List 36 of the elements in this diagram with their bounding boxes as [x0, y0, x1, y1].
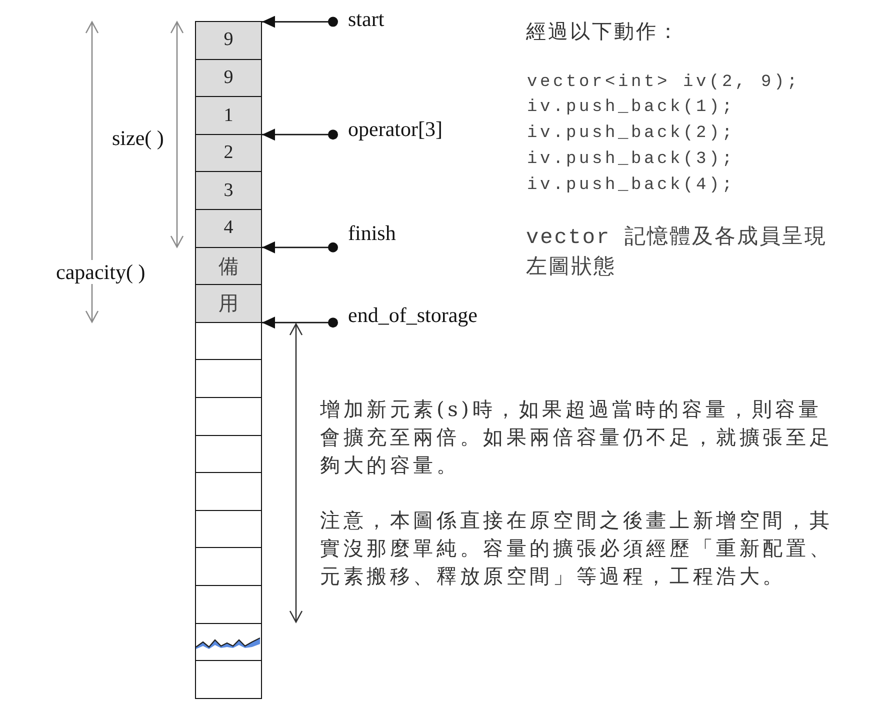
- memory-cell: 用: [195, 284, 262, 324]
- memory-cell: [195, 359, 262, 398]
- memory-cell: [195, 434, 262, 474]
- pointer-label: finish: [333, 222, 396, 252]
- memory-cell: 4: [195, 209, 262, 248]
- heading-text: 經過以下動作：: [526, 18, 680, 45]
- memory-cell: 備: [195, 246, 262, 286]
- memory-cell: [195, 547, 262, 586]
- memory-cell: [195, 472, 262, 512]
- memory-cell: 9: [195, 21, 262, 60]
- memory-cell: [195, 660, 262, 700]
- pointer-label: start: [333, 8, 384, 32]
- paragraph: 注意，本圖係直接在原空間之後畫上新增空間，其實沒那麼單純。容量的擴張必須經歷「重新配置、元素搬移、釋放原空間」等過程，工程浩大。: [320, 507, 834, 590]
- code-line: iv.push_back(4);: [527, 175, 736, 197]
- paragraph: 增加新元素(s)時，如果超過當時的容量，則容量會擴充至兩倍。如果兩倍容量仍不足，就擴張至足夠大的容量。: [320, 396, 834, 479]
- dimension-label: capacity( ): [56, 260, 146, 284]
- pointer-arrow: [262, 241, 338, 254]
- memory-cell: [195, 622, 262, 662]
- memory-cell: [195, 585, 262, 624]
- pointer-arrow: [262, 16, 338, 28]
- memory-cell: 3: [195, 171, 262, 210]
- note-text: vector 記憶體及各成員呈現左圖狀態: [526, 224, 828, 282]
- memory-cell: [195, 510, 262, 549]
- memory-cell: [195, 322, 262, 361]
- code-line: iv.push_back(1);: [527, 97, 736, 119]
- pointer-label: operator[3]: [333, 118, 442, 142]
- pointer-label: end_of_storage: [333, 304, 478, 328]
- code-line: iv.push_back(2);: [527, 123, 736, 145]
- pointer-arrow: [262, 128, 338, 141]
- memory-cell: 9: [195, 58, 262, 98]
- memory-cell: 2: [195, 134, 262, 173]
- code-line: iv.push_back(3);: [527, 149, 736, 171]
- memory-cell: 1: [195, 96, 262, 136]
- pointer-arrow: [262, 316, 338, 329]
- code-line: vector<int> iv(2, 9);: [527, 72, 800, 94]
- memory-cell: [195, 397, 262, 436]
